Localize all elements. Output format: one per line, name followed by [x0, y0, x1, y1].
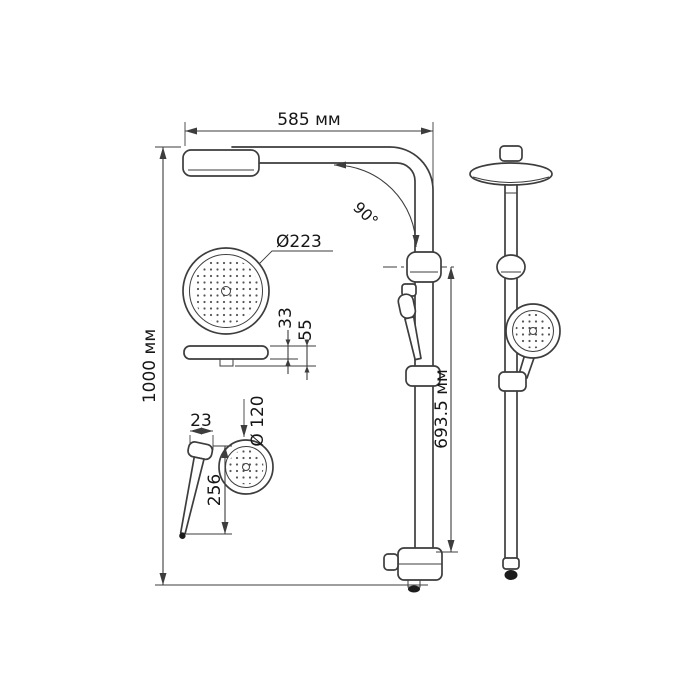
diverter-knob [383, 553, 399, 571]
rain-shower-head-front [182, 149, 260, 177]
diameter-leader [258, 250, 333, 265]
hand-shower-center-side [529, 327, 537, 335]
bottom-outlet-side [502, 557, 520, 580]
connector-side [496, 254, 526, 280]
connector-oval [496, 254, 526, 280]
label-hand-shower-head-width: 23 [190, 411, 212, 431]
dim-riser-height: 693.5 мм [432, 267, 458, 553]
angle-annotation: 90° [333, 161, 420, 248]
hand-shower-detail-face: Ø 120 [218, 395, 274, 495]
hand-shower-head-hanging [397, 293, 417, 320]
rain-head-center [221, 286, 231, 296]
angle-arc [333, 161, 420, 248]
hand-shower-outer-circle [218, 439, 274, 495]
hand-shower-inner-ring-side [512, 310, 554, 352]
rain-head-body [182, 149, 260, 177]
label-rain-head-diameter: Ø223 [276, 232, 322, 252]
rain-head-detail-side: 33 55 [183, 307, 316, 380]
rain-head-cap [499, 145, 523, 162]
label-hand-shower-length: 256 [205, 474, 225, 506]
outlet-tip [504, 570, 518, 580]
hand-shower-side-shape [179, 441, 214, 539]
side-view [469, 145, 561, 580]
hand-shower-dots-side [515, 313, 551, 349]
pipe-connector [406, 251, 442, 283]
front-view: 90° 585 [140, 110, 458, 593]
angle-label-backdrop [339, 189, 386, 235]
hand-shower-hanging [397, 293, 422, 361]
outlet-body [502, 557, 520, 570]
label-total-height: 1000 мм [140, 329, 160, 403]
rain-head-inner-ring [189, 254, 263, 328]
hand-shower-detail-side: 23 256 [179, 411, 232, 539]
diverter-outlet-tip [408, 585, 420, 593]
label-rain-head-thickness: 33 [276, 307, 296, 329]
rain-head-side-nub [219, 358, 234, 367]
slider-bracket [405, 365, 441, 387]
label-rain-head-depth: 55 [296, 319, 316, 341]
hand-shower-nozzle-dots [228, 449, 264, 485]
diverter-unit [383, 547, 443, 593]
connector-body [406, 251, 442, 283]
holder-bracket-side [498, 371, 527, 392]
arrow [285, 339, 291, 346]
rain-head-outer-circle [182, 247, 270, 335]
rain-shower-head-side [469, 145, 553, 186]
hand-shower-side-handle [179, 456, 205, 535]
rain-head-plate-edge [472, 176, 550, 183]
label-hand-shower-diameter: Ø 120 [248, 395, 268, 446]
hand-shower-side-view [498, 303, 561, 392]
hand-shower-handle-tip [179, 532, 186, 539]
rain-head-nozzle-dots [193, 258, 259, 324]
rain-head-side-plate [183, 345, 269, 360]
arrow [304, 366, 310, 373]
rain-head-plate-side [469, 162, 553, 186]
label-riser-height: 693.5 мм [432, 369, 452, 449]
rain-head-detail-face: Ø223 [182, 232, 333, 335]
arm-inner-line [258, 162, 416, 553]
dim-top-width: 585 мм [184, 110, 434, 186]
arrow [304, 339, 310, 346]
hand-shower-handle-hanging [404, 316, 422, 361]
dim-total-height: 1000 мм [140, 146, 428, 586]
label-top-width: 585 мм [277, 110, 341, 130]
arrow [285, 359, 291, 366]
hand-shower-center [242, 463, 250, 471]
